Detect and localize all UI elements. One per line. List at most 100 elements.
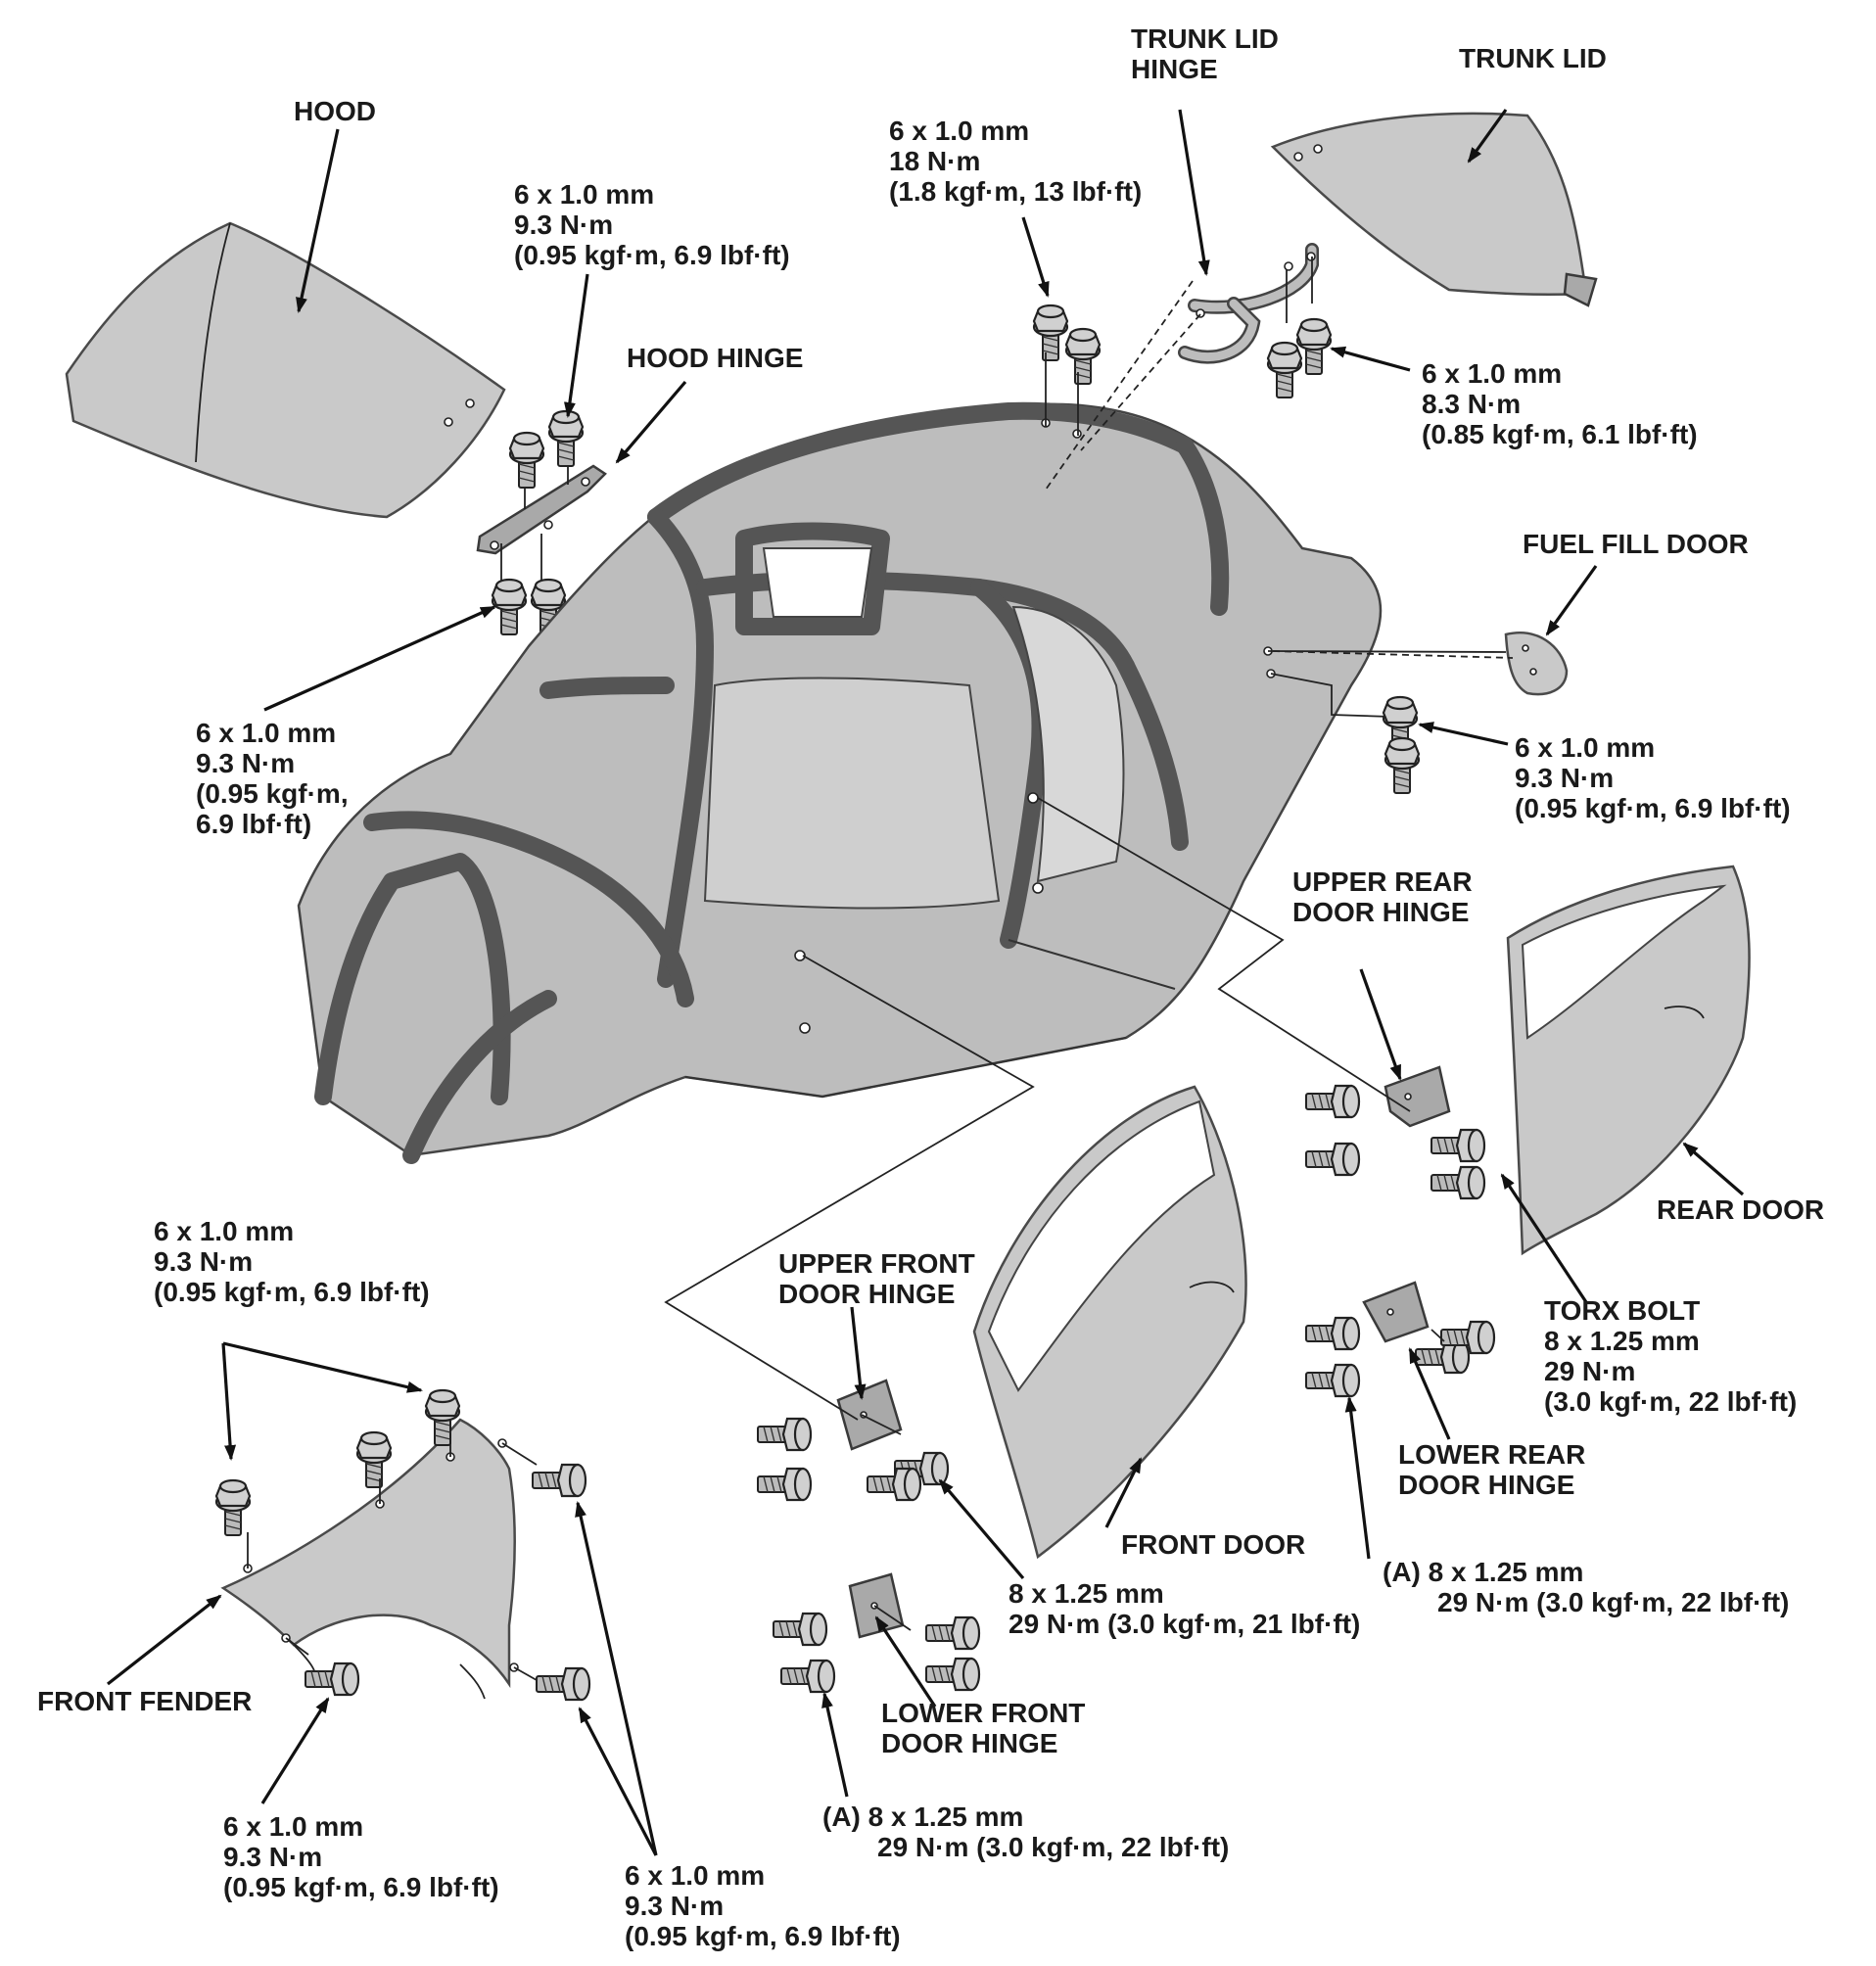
spec-line: 9.3 N·m [514, 210, 614, 240]
label-line: DOOR HINGE [881, 1728, 1058, 1758]
fuel-fill-door-label: FUEL FILL DOOR [1523, 529, 1749, 559]
spec-line: 29 N·m (3.0 kgf·m, 22 lbf·ft) [877, 1832, 1230, 1862]
label-line: LOWER FRONT [881, 1698, 1086, 1728]
hood-hinge-bolt [547, 409, 585, 468]
spec-line: (1.8 kgf·m, 13 lbf·ft) [889, 176, 1143, 207]
hood-hinge-label: HOOD HINGE [627, 343, 804, 373]
trunk-hinge-bolt [1032, 304, 1069, 362]
upper-rear-door-hinge [1384, 1065, 1451, 1128]
rear-door-hinge-connector [1037, 797, 1411, 1112]
trunk-lid-hinge [1178, 243, 1319, 364]
hood-hinge [476, 452, 607, 587]
spec-line: 29 N·m (3.0 kgf·m, 21 lbf·ft) [1008, 1609, 1361, 1639]
upper-front-door-hinge [836, 1379, 903, 1451]
fender-bolt-spec-lower-right: 6 x 1.0 mm 9.3 N·m (0.95 kgf·m, 6.9 lbf·… [625, 1860, 901, 1951]
spec-line: 6 x 1.0 mm [625, 1860, 766, 1891]
spec-line: (0.95 kgf·m, 6.9 lbf·ft) [1515, 793, 1791, 823]
label-line: DOOR HINGE [778, 1279, 956, 1309]
spec-line: 6 x 1.0 mm [223, 1811, 364, 1842]
label-line: UPPER REAR [1292, 866, 1473, 897]
trunk-hinge-bolt [1295, 317, 1333, 376]
spec-line: 6 x 1.0 mm [1422, 358, 1563, 389]
lower-front-door-hinge [848, 1572, 905, 1639]
upper-front-door-hinge-label: UPPER FRONT DOOR HINGE [778, 1248, 975, 1309]
lower-front-door-hinge-label: LOWER FRONT DOOR HINGE [881, 1698, 1085, 1758]
spec-line: 18 N·m [889, 146, 981, 176]
vehicle-body-shell [297, 401, 1383, 1164]
rear-hinge-bolt [1304, 1363, 1361, 1398]
spec-line: 8 x 1.25 mm [1544, 1326, 1700, 1356]
spec-line: (A) 8 x 1.25 mm [822, 1802, 1024, 1832]
spec-line: 9.3 N·m [625, 1891, 725, 1921]
hood-hinge-bolt [508, 431, 545, 490]
trunk-hinge-bolt-spec-upper: 6 x 1.0 mm 18 N·m (1.8 kgf·m, 13 lbf·ft) [889, 116, 1142, 207]
spec-line: 6 x 1.0 mm [514, 179, 655, 210]
rear-hinge-bolt [1304, 1084, 1361, 1119]
spec-line: 6 x 1.0 mm [154, 1216, 295, 1246]
fender-bolt-spec-top: 6 x 1.0 mm 9.3 N·m (0.95 kgf·m, 6.9 lbf·… [154, 1216, 430, 1307]
spec-line: (0.85 kgf·m, 6.1 lbf·ft) [1422, 419, 1698, 449]
spec-line: (0.95 kgf·m, 6.9 lbf·ft) [154, 1277, 430, 1307]
label-line: DOOR HINGE [1292, 897, 1470, 927]
spec-line: 8 x 1.25 mm [1008, 1578, 1164, 1609]
fender-bolt [531, 1463, 587, 1498]
spec-line: 6.9 lbf·ft) [196, 809, 312, 839]
hood-label: HOOD [294, 96, 376, 126]
leader-arrows [107, 109, 1745, 1856]
rear-hinge-torx-bolt [1430, 1128, 1486, 1163]
label-line: UPPER FRONT [778, 1248, 975, 1279]
hood-hinge-bolt-spec-top: 6 x 1.0 mm 9.3 N·m (0.95 kgf·m, 6.9 lbf·… [514, 179, 790, 270]
fender-bolt [535, 1666, 591, 1702]
rear-hinge-bolt-a-spec: (A) 8 x 1.25 mm 29 N·m (3.0 kgf·m, 22 lb… [1383, 1557, 1789, 1617]
trunk-hinge-bolt [1064, 327, 1102, 386]
label-line: LOWER REAR [1398, 1439, 1586, 1470]
fuel-door-bolt [1384, 736, 1421, 795]
spec-line: (0.95 kgf·m, 6.9 lbf·ft) [625, 1921, 901, 1951]
trunk-hinge-bolt-spec-lower: 6 x 1.0 mm 8.3 N·m (0.85 kgf·m, 6.1 lbf·… [1422, 358, 1698, 449]
trunk-lid-hinge-label: TRUNK LID HINGE [1131, 23, 1279, 84]
fender-bolt [214, 1478, 252, 1537]
spec-line: (3.0 kgf·m, 22 lbf·ft) [1544, 1386, 1798, 1417]
rear-hinge-bolt [1304, 1316, 1361, 1351]
front-hinge-bolt [756, 1467, 813, 1502]
front-hinge-bolt [924, 1657, 981, 1692]
label-line: TRUNK LID [1131, 23, 1279, 54]
rear-hinge-torx-bolt [1430, 1165, 1486, 1200]
label-line: HINGE [1131, 54, 1218, 84]
lower-rear-door-hinge [1362, 1281, 1430, 1343]
upper-rear-door-hinge-label: UPPER REAR DOOR HINGE [1292, 866, 1473, 927]
spec-line: 9.3 N·m [196, 748, 296, 778]
spec-line: (0.95 kgf·m, 6.9 lbf·ft) [514, 240, 790, 270]
trunk-lid-label: TRUNK LID [1459, 43, 1607, 73]
label-line: DOOR HINGE [1398, 1470, 1575, 1500]
fuel-fill-door-panel [1504, 632, 1569, 696]
spec-line: 6 x 1.0 mm [889, 116, 1030, 146]
front-hinge-bolt-a-spec: (A) 8 x 1.25 mm 29 N·m (3.0 kgf·m, 22 lb… [822, 1802, 1229, 1862]
spec-line: TORX BOLT [1544, 1295, 1701, 1326]
front-hinge-bolt [756, 1417, 813, 1452]
spec-line: 29 N·m [1544, 1356, 1636, 1386]
fuel-door-bolt-spec: 6 x 1.0 mm 9.3 N·m (0.95 kgf·m, 6.9 lbf·… [1515, 732, 1791, 823]
hood-panel [65, 221, 506, 519]
rear-hinge-bolt [1304, 1142, 1361, 1177]
front-hinge-bolt [772, 1612, 828, 1647]
spec-line: (A) 8 x 1.25 mm [1383, 1557, 1584, 1587]
torx-bolt-spec: TORX BOLT 8 x 1.25 mm 29 N·m (3.0 kgf·m,… [1544, 1295, 1797, 1417]
front-door-panel [972, 1085, 1247, 1560]
spec-line: 29 N·m (3.0 kgf·m, 22 lbf·ft) [1437, 1587, 1790, 1617]
spec-line: (0.95 kgf·m, 6.9 lbf·ft) [223, 1872, 499, 1902]
front-hinge-bolt [779, 1659, 836, 1694]
hood-hinge-bolt-spec-left: 6 x 1.0 mm 9.3 N·m (0.95 kgf·m, 6.9 lbf·… [196, 718, 349, 839]
trunk-lid-panel [1270, 112, 1598, 307]
spec-line: 9.3 N·m [154, 1246, 254, 1277]
spec-line: 6 x 1.0 mm [196, 718, 337, 748]
lower-rear-door-hinge-label: LOWER REAR DOOR HINGE [1398, 1439, 1585, 1500]
front-door-label: FRONT DOOR [1121, 1529, 1306, 1560]
front-hinge-bolt [924, 1615, 981, 1651]
fender-bolt-spec-lower-left: 6 x 1.0 mm 9.3 N·m (0.95 kgf·m, 6.9 lbf·… [223, 1811, 499, 1902]
hood-hinge-bolt [491, 578, 528, 636]
front-fender-label: FRONT FENDER [37, 1686, 253, 1716]
spec-line: 9.3 N·m [223, 1842, 323, 1872]
